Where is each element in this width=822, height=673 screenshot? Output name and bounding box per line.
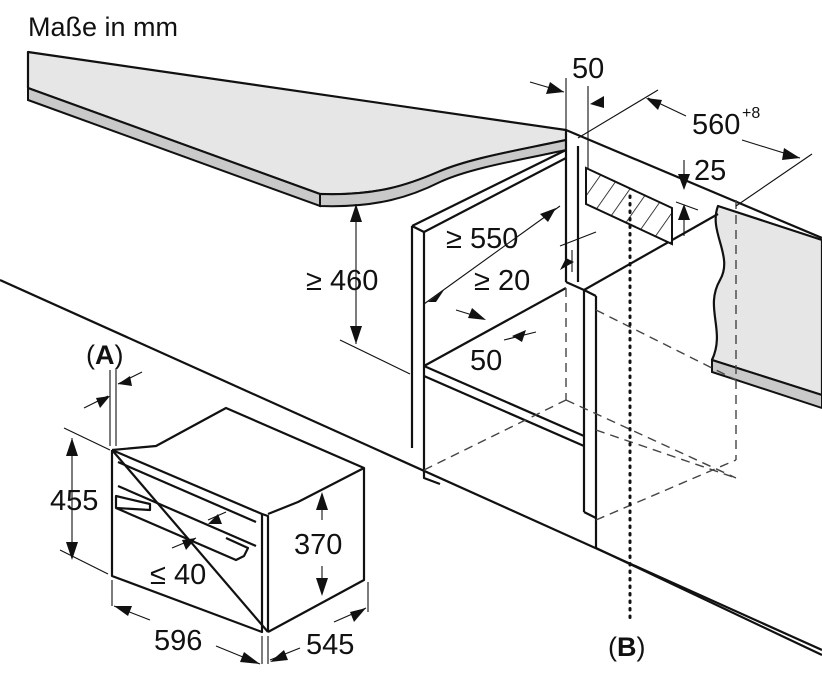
- callout-a: (A): [86, 340, 124, 370]
- callout-a-close: ): [115, 340, 124, 370]
- wall-lines: [0, 128, 822, 656]
- callout-a-open: (: [86, 340, 95, 370]
- oven-depth-label: 545: [306, 629, 354, 661]
- rear-gap-label: ≥ 20: [474, 265, 530, 297]
- oven-height-label: 455: [50, 485, 98, 517]
- callout-b-close: ): [637, 632, 646, 662]
- diagram-title: Maße in mm: [28, 12, 178, 42]
- oven-body-height-label: 370: [294, 529, 342, 561]
- niche-width-tolerance-label: +8: [742, 105, 760, 122]
- right-countertop: [710, 204, 822, 410]
- ventilation-height-label: 25: [694, 155, 726, 187]
- oven: [110, 406, 366, 634]
- oven-width-label: 596: [154, 625, 202, 657]
- callout-b-open: (: [608, 632, 617, 662]
- callout-b-letter: B: [617, 632, 637, 662]
- svg-text:(B): (B): [608, 632, 646, 662]
- svg-text:(A): (A): [86, 340, 124, 370]
- ventilation-gap-label: 50: [572, 53, 604, 85]
- niche-height-label: ≥ 460: [306, 265, 378, 297]
- dimension-labels: 50 560 +8 25 ≥ 550 ≥ 460 ≥ 20 50 455 370…: [50, 53, 760, 661]
- callout-b: (B): [608, 632, 646, 662]
- niche-depth-label: ≥ 550: [446, 223, 518, 255]
- niche-width-label: 560: [692, 109, 740, 141]
- dimension-lines: [59, 78, 813, 665]
- handle-projection-label: ≤ 40: [150, 559, 206, 591]
- left-countertop: [26, 50, 568, 208]
- shelf-cutout-label: 50: [470, 345, 502, 377]
- callout-a-letter: A: [95, 340, 115, 370]
